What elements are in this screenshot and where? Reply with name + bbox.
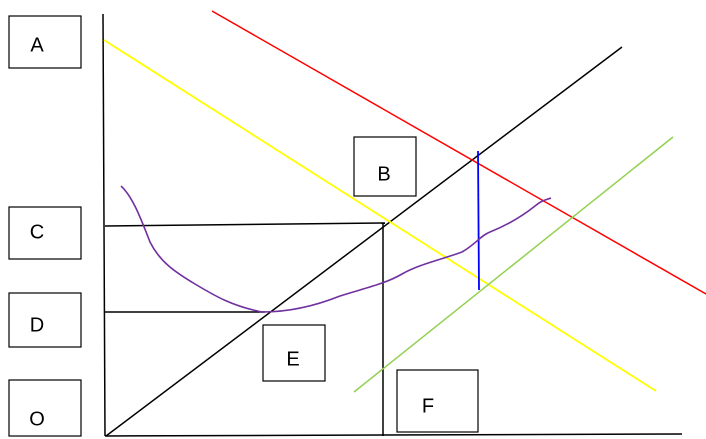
label-a: A xyxy=(30,34,44,56)
label-box-o: O xyxy=(8,379,82,437)
label-f: F xyxy=(422,395,434,417)
label-b: B xyxy=(377,163,390,185)
guide-line-c xyxy=(104,222,386,227)
diagonal-line xyxy=(105,46,623,437)
label-box-e: E xyxy=(262,324,326,382)
label-d: D xyxy=(30,314,44,336)
yellow-line xyxy=(103,39,657,392)
label-c: C xyxy=(30,221,44,243)
label-box-b: B xyxy=(353,136,417,197)
label-box-f: F xyxy=(396,369,479,433)
blue-line xyxy=(477,150,480,291)
label-e: E xyxy=(286,348,299,370)
label-box-d: D xyxy=(8,292,82,348)
x-axis xyxy=(104,433,683,437)
red-line xyxy=(211,10,706,295)
y-axis xyxy=(102,13,106,437)
green-line xyxy=(353,136,674,393)
label-box-c: C xyxy=(8,206,82,260)
label-box-a: A xyxy=(8,15,82,69)
label-o: O xyxy=(29,408,45,430)
purple-curve xyxy=(120,185,552,313)
